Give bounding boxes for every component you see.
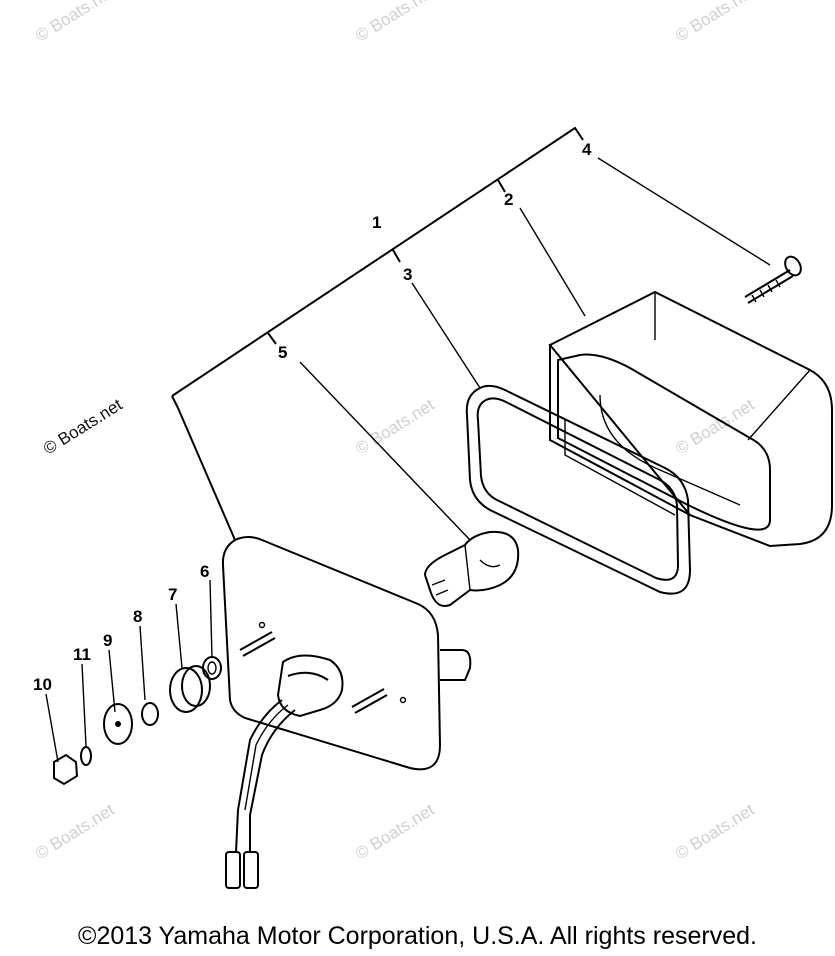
watermark: © Boats.net bbox=[40, 395, 126, 458]
callout-2: 2 bbox=[504, 190, 513, 209]
washer-9 bbox=[103, 703, 133, 745]
callout-4: 4 bbox=[582, 140, 592, 159]
callout-1: 1 bbox=[372, 213, 381, 232]
callout-6: 6 bbox=[200, 562, 209, 581]
callout-8: 8 bbox=[133, 607, 142, 626]
washer-6 bbox=[202, 656, 222, 680]
watermark: © Boats.net bbox=[32, 0, 118, 45]
callout-5: 5 bbox=[278, 343, 287, 362]
callout-7: 7 bbox=[168, 585, 177, 604]
watermarks: © Boats.net © Boats.net © Boats.net © Bo… bbox=[32, 0, 758, 863]
callout-11: 11 bbox=[73, 645, 91, 664]
base-plate bbox=[221, 536, 472, 889]
screw bbox=[744, 255, 802, 304]
watermark: © Boats.net bbox=[32, 800, 118, 863]
watermark: © Boats.net bbox=[352, 800, 438, 863]
bulb bbox=[423, 530, 520, 607]
watermark: © Boats.net bbox=[672, 800, 758, 863]
assembly-brackets bbox=[171, 126, 584, 541]
callout-3: 3 bbox=[403, 265, 412, 284]
watermark: © Boats.net bbox=[352, 395, 438, 458]
mounting-hardware bbox=[53, 656, 222, 786]
watermark: © Boats.net bbox=[672, 395, 758, 458]
callout-9: 9 bbox=[103, 631, 112, 650]
parts-diagram: © Boats.net © Boats.net © Boats.net © Bo… bbox=[32, 0, 833, 889]
watermark: © Boats.net bbox=[352, 0, 438, 45]
copyright-notice: ©2013 Yamaha Motor Corporation, U.S.A. A… bbox=[78, 922, 757, 950]
watermark: © Boats.net bbox=[672, 0, 758, 45]
lens-housing bbox=[548, 290, 833, 548]
callouts: 1 2 3 4 5 6 7 8 9 10 11 bbox=[33, 140, 592, 694]
collar-8 bbox=[141, 702, 159, 726]
grommet-7 bbox=[169, 667, 203, 713]
leader-lines bbox=[45, 157, 771, 763]
nut-10 bbox=[53, 753, 79, 786]
gasket bbox=[465, 384, 692, 595]
washer-11 bbox=[80, 746, 92, 766]
callout-10: 10 bbox=[33, 675, 52, 694]
